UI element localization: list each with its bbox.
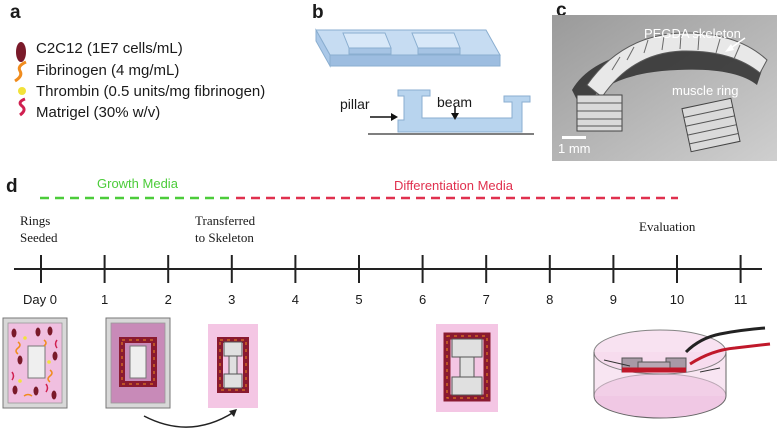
transferred-line-2: to Skeleton [195, 230, 254, 245]
day-label: 8 [546, 292, 554, 307]
thrombin-icon [18, 87, 26, 95]
panel-a-letter: a [10, 2, 21, 23]
rings-seeded-label: Rings Seeded [20, 212, 58, 246]
day-label: 7 [482, 292, 490, 307]
legend-cells: C2C12 (1E7 cells/mL) [36, 40, 183, 57]
legend-thrombin: Thrombin (0.5 units/mg fibrinogen) [36, 83, 266, 100]
cell-icon [16, 42, 26, 62]
pillar-label: pillar [340, 96, 370, 112]
day-label: 3 [228, 292, 236, 307]
day-label: 10 [669, 292, 685, 307]
legend-matrigel: Matrigel (30% w/v) [36, 104, 161, 121]
matrigel-icon [18, 97, 26, 117]
panel-c-letter: c [556, 0, 567, 21]
day-label: 4 [291, 292, 299, 307]
day-label: 9 [609, 292, 617, 307]
day3-skeleton [208, 324, 258, 408]
day-label: 5 [355, 292, 363, 307]
growth-media-label: Growth Media [97, 176, 178, 191]
differentiation-media-label: Differentiation Media [394, 178, 513, 193]
muscle-ring-label: muscle ring [672, 83, 739, 98]
legend-fibrinogen: Fibrinogen (4 mg/mL) [36, 62, 180, 79]
day-label: 6 [418, 292, 427, 307]
transferred-line-1: Transferred [195, 213, 256, 228]
panel-d-letter: d [6, 176, 18, 197]
pegda-skeleton-label: PEGDA skeleton [644, 26, 741, 41]
day-label: 11 [733, 292, 748, 307]
timeline-ticks [40, 255, 742, 283]
panel-b-letter: b [312, 2, 324, 23]
micrograph-image: PEGDA skeleton muscle ring 1 mm [552, 15, 777, 161]
day7-skeleton [436, 324, 498, 412]
rings-seeded-line-1: Rings [20, 213, 51, 228]
day0-well [2, 317, 68, 409]
evaluation-label: Evaluation [639, 219, 696, 234]
scale-bar-label: 1 mm [558, 141, 591, 156]
beam-label: beam [437, 94, 473, 110]
evaluation-dish [593, 326, 771, 419]
day1-well [105, 317, 171, 409]
day-label: Day 0 [23, 292, 57, 307]
transferred-label: Transferred to Skeleton [195, 212, 255, 246]
day-label: 1 [100, 292, 109, 307]
day-label: 2 [164, 292, 172, 307]
fibrinogen-icon [14, 60, 27, 83]
rings-seeded-line-2: Seeded [20, 230, 58, 245]
